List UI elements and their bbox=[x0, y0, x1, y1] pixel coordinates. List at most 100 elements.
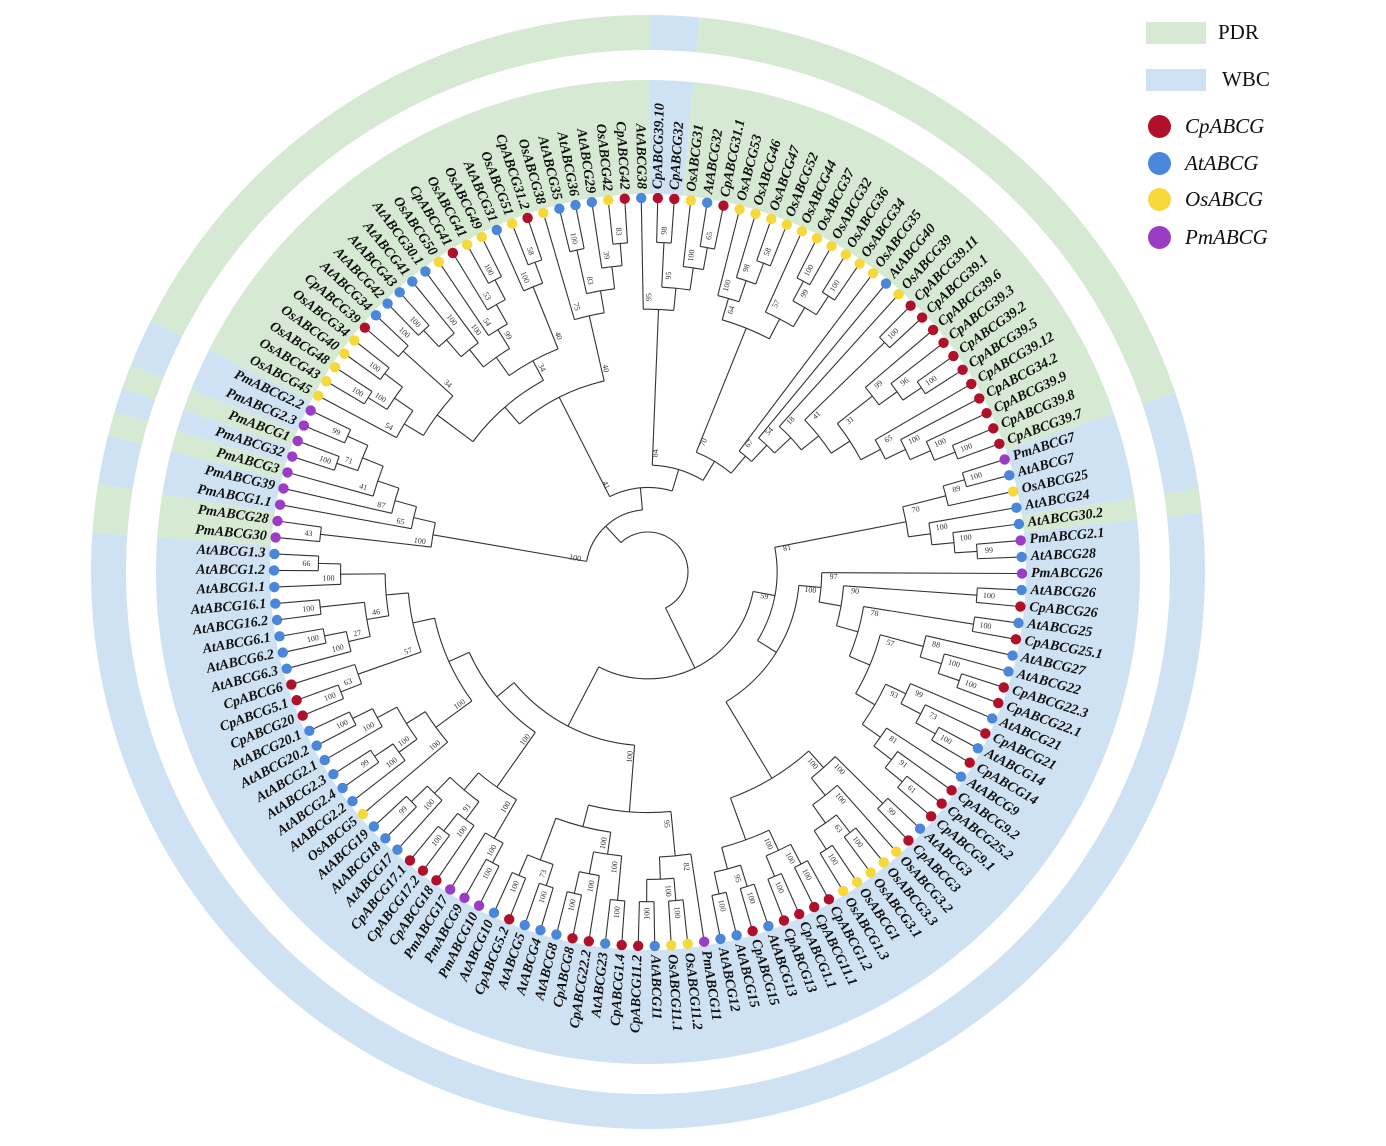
leaf-dot-cp bbox=[905, 300, 916, 311]
tree-arc bbox=[384, 573, 390, 616]
os-dot-icon bbox=[1148, 188, 1171, 211]
leaf-label: AtABCG26 bbox=[1029, 583, 1096, 601]
tree-branch bbox=[890, 342, 944, 385]
bootstrap-value: 96 bbox=[899, 376, 911, 388]
tree-branch bbox=[286, 650, 352, 670]
leaf-dot-at bbox=[1004, 470, 1015, 481]
tree-branch bbox=[821, 572, 1022, 575]
tree-branch bbox=[794, 867, 815, 908]
tree-arc bbox=[318, 599, 322, 615]
bootstrap-value: 100 bbox=[804, 585, 817, 595]
tree-arc bbox=[765, 843, 791, 857]
tree-branch bbox=[855, 693, 876, 706]
bootstrap-value: 100 bbox=[519, 270, 532, 285]
tree-branch bbox=[424, 271, 479, 344]
tree-arc bbox=[730, 750, 810, 799]
tree-branch bbox=[884, 767, 903, 783]
tree-branch bbox=[567, 666, 600, 727]
bootstrap-value: 70 bbox=[698, 437, 709, 448]
tree-branch bbox=[466, 244, 490, 284]
leaf-dot-os bbox=[734, 204, 745, 215]
leaf-dot-at bbox=[880, 278, 892, 289]
bootstrap-value: 39 bbox=[602, 251, 612, 260]
leaf-dot-at bbox=[972, 743, 984, 754]
leaf-dot-cp bbox=[504, 914, 515, 925]
bootstrap-value: 100 bbox=[933, 436, 948, 449]
bootstrap-value: 88 bbox=[931, 639, 941, 650]
leaf-dot-at bbox=[328, 768, 339, 780]
leaf-dot-cp bbox=[974, 393, 985, 404]
bootstrap-value: 53 bbox=[481, 290, 493, 301]
bootstrap-value: 100 bbox=[773, 880, 786, 895]
tree-branch bbox=[377, 480, 400, 489]
tree-branch bbox=[738, 280, 747, 302]
tree-branch bbox=[591, 202, 603, 269]
leaf-label: CpABCG42 bbox=[612, 121, 631, 190]
tree-branch bbox=[377, 706, 398, 719]
tree-branch bbox=[465, 801, 480, 820]
bootstrap-value: 100 bbox=[959, 533, 972, 543]
tree-arc bbox=[430, 522, 436, 548]
tree-branch bbox=[751, 444, 768, 462]
leaf-label: OsABCG11.1 bbox=[664, 954, 684, 1032]
pm-label: PmABCG bbox=[1185, 225, 1268, 249]
tree-branch bbox=[283, 487, 392, 514]
tree-branch bbox=[952, 427, 994, 446]
tree-branch bbox=[849, 655, 871, 666]
tree-arc bbox=[819, 844, 833, 854]
tree-branch bbox=[320, 533, 432, 548]
tree-branch bbox=[373, 795, 407, 827]
bootstrap-value: 58 bbox=[762, 246, 773, 257]
tree-branch bbox=[303, 425, 345, 444]
tree-branch bbox=[443, 813, 459, 832]
leaf-dot-at bbox=[271, 614, 283, 626]
tree-branch bbox=[624, 198, 629, 243]
tree-branch bbox=[436, 414, 474, 443]
bootstrap-value: 73 bbox=[537, 868, 548, 879]
tree-branch bbox=[976, 601, 1021, 608]
bootstrap-value: 100 bbox=[427, 738, 442, 753]
tree-branch bbox=[481, 236, 502, 277]
bootstrap-value: 81 bbox=[887, 734, 899, 746]
tree-branch bbox=[524, 883, 540, 926]
bootstrap-value: 65 bbox=[704, 231, 714, 240]
tree-branch bbox=[915, 722, 936, 735]
tree-branch bbox=[411, 281, 455, 334]
bootstrap-value: 87 bbox=[376, 500, 386, 511]
tree-branch bbox=[810, 777, 826, 796]
leaf-label: CpABCG1.4 bbox=[609, 954, 629, 1027]
leaf-dot-cp bbox=[359, 322, 371, 333]
bootstrap-value: 100 bbox=[643, 908, 652, 920]
tree-branch bbox=[353, 339, 390, 369]
tree-branch bbox=[928, 507, 1017, 524]
leaf-dot-os bbox=[1008, 486, 1019, 497]
tree-branch bbox=[582, 804, 589, 827]
leaf-dot-cp bbox=[778, 915, 790, 926]
leaf-dot-at bbox=[763, 920, 774, 932]
tree-arc bbox=[975, 544, 978, 559]
bootstrap-value: 97 bbox=[830, 572, 838, 581]
leaf-dot-os bbox=[766, 213, 777, 225]
tree-arc bbox=[900, 439, 911, 460]
leaf-dot-at bbox=[519, 919, 530, 931]
bootstrap-value: 90 bbox=[851, 586, 860, 596]
tree-branch bbox=[713, 872, 720, 895]
leaf-dot-at bbox=[281, 663, 292, 674]
tree-arc bbox=[488, 323, 508, 337]
tree-branch bbox=[434, 776, 451, 794]
tree-branch bbox=[435, 700, 473, 728]
tree-branch bbox=[948, 490, 1014, 507]
bootstrap-value: 100 bbox=[585, 880, 596, 893]
leaf-label: PmABCG2.1 bbox=[1029, 526, 1105, 547]
tree-arc bbox=[740, 883, 755, 890]
family-band-inner-wbc bbox=[649, 80, 694, 196]
tree-branch bbox=[806, 860, 830, 900]
leaf-dot-os bbox=[781, 219, 792, 230]
tree-arc bbox=[877, 797, 889, 810]
leaf-dot-at bbox=[382, 298, 393, 309]
tree-branch bbox=[902, 495, 946, 508]
family-band-outer-wbc bbox=[1142, 392, 1199, 494]
tree-branches bbox=[274, 198, 1022, 946]
family-band-outer-wbc bbox=[98, 435, 142, 490]
